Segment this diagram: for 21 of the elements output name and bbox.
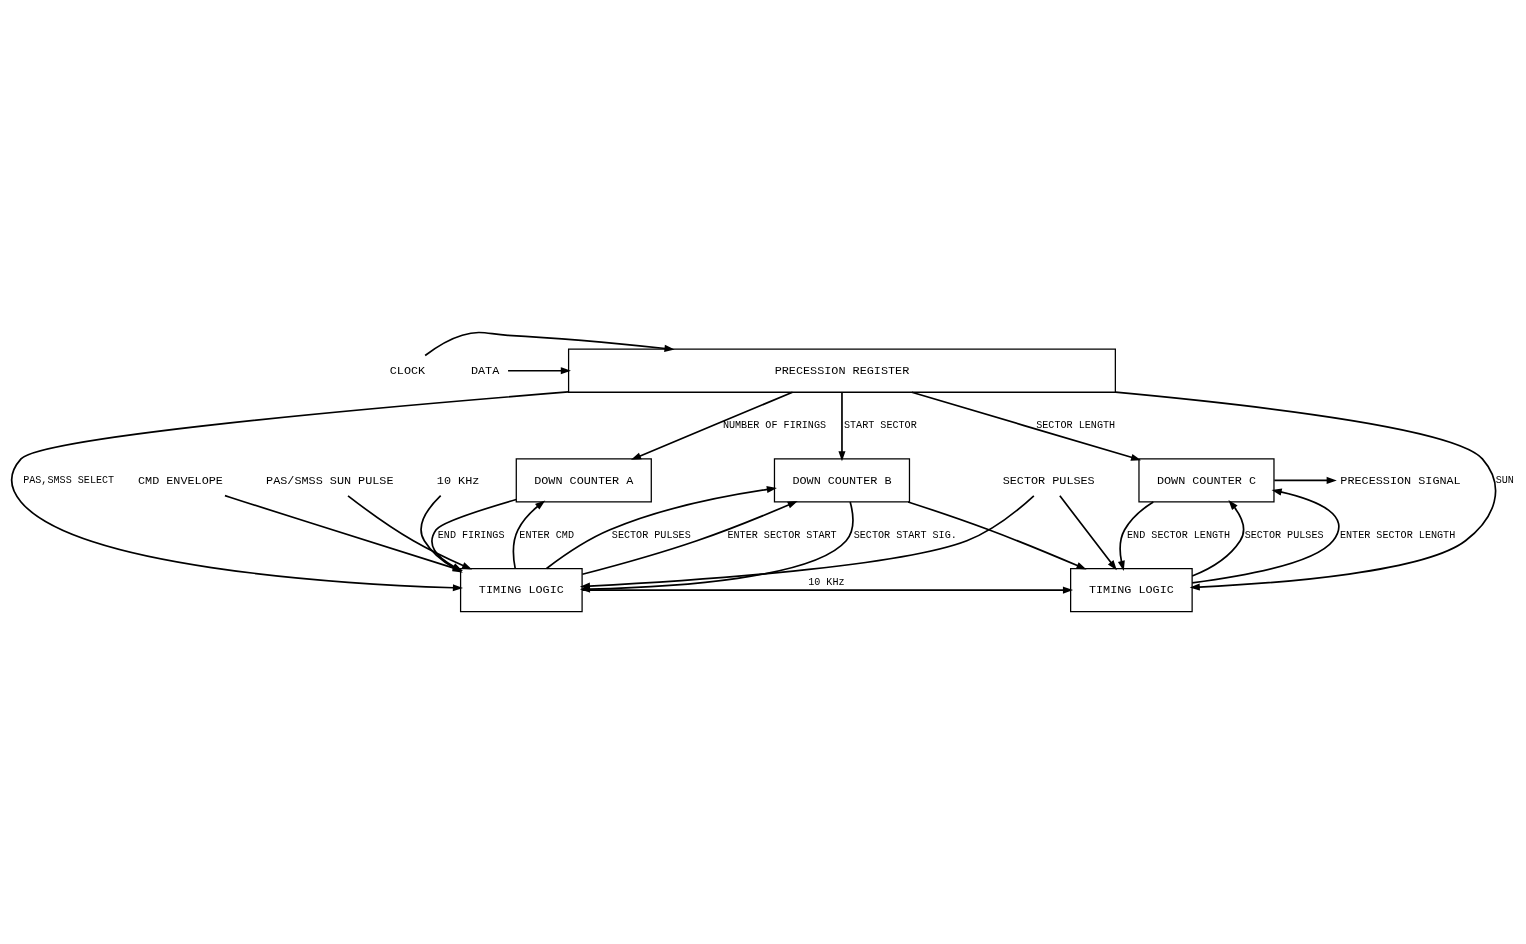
edge-label: END SECTOR LENGTH xyxy=(1127,529,1231,541)
edge-label: NUMBER OF FIRINGS xyxy=(722,420,827,432)
edge-label: SECTOR PULSES xyxy=(611,529,691,541)
node-text: PRECESSION SIGNAL xyxy=(1340,473,1461,488)
edge-label: START SECTOR xyxy=(843,420,917,432)
node-text: PAS/SMSS SUN PULSE xyxy=(266,473,394,488)
edge-label: SECTOR START SIG. xyxy=(853,529,957,541)
node-text: CMD ENVELOPE xyxy=(137,473,223,488)
node-text: CLOCK xyxy=(389,363,426,378)
edge-label: ENTER CMD xyxy=(519,529,574,541)
edge-label: ENTER SECTOR START xyxy=(727,529,837,541)
node-text: SECTOR PULSES xyxy=(1002,473,1095,488)
edge-label: SECTOR LENGTH xyxy=(1036,420,1116,432)
edge-label: END FIRINGS xyxy=(437,529,505,541)
edge-label: 10 KHz xyxy=(808,576,845,588)
edge-label: ENTER SECTOR LENGTH xyxy=(1339,529,1456,541)
edge-label: SUN xyxy=(1495,475,1514,487)
edge-label: SECTOR PULSES xyxy=(1244,529,1324,541)
node-text: 10 KHz xyxy=(436,473,480,488)
edge-label: PAS,SMSS SELECT xyxy=(23,475,115,487)
node-text: DATA xyxy=(470,363,500,378)
